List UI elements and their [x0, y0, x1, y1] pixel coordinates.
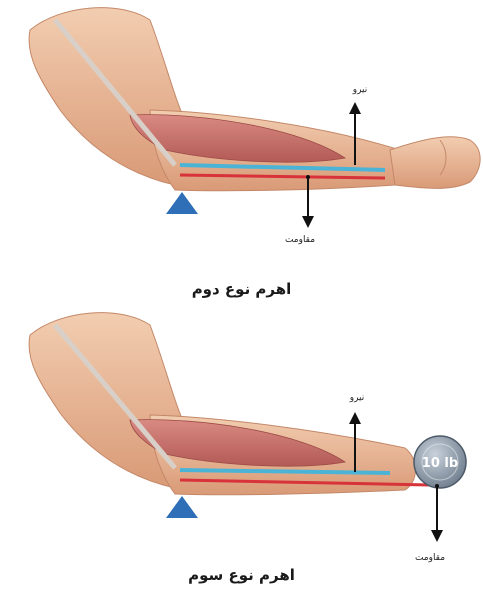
effort-label: نیرو — [352, 85, 368, 95]
resistance-label: مقاومت — [415, 553, 445, 563]
weight-label: 10 lb — [422, 456, 458, 471]
panel-second-class-lever: نیرو مقاومت اهرم نوع دوم — [0, 0, 483, 300]
caption-third-class-lever: اهرم نوع سوم — [0, 566, 483, 584]
resistance-arrowhead — [431, 530, 443, 542]
fulcrum-triangle — [166, 496, 198, 518]
fist — [390, 137, 480, 189]
effort-arrowhead — [349, 412, 361, 424]
resistance-arrowhead — [302, 216, 314, 228]
arm-illustration-2: 10 lb نیرو مقاومت — [0, 310, 483, 590]
arm-illustration-1: نیرو مقاومت — [0, 0, 483, 300]
caption-second-class-lever: اهرم نوع دوم — [0, 280, 483, 298]
effort-label: نیرو — [349, 393, 365, 403]
panel-third-class-lever: 10 lb نیرو مقاومت اهرم نوع سوم — [0, 310, 483, 590]
fulcrum-triangle — [166, 192, 198, 214]
effort-arrowhead — [349, 102, 361, 114]
resistance-label: مقاومت — [285, 235, 315, 245]
